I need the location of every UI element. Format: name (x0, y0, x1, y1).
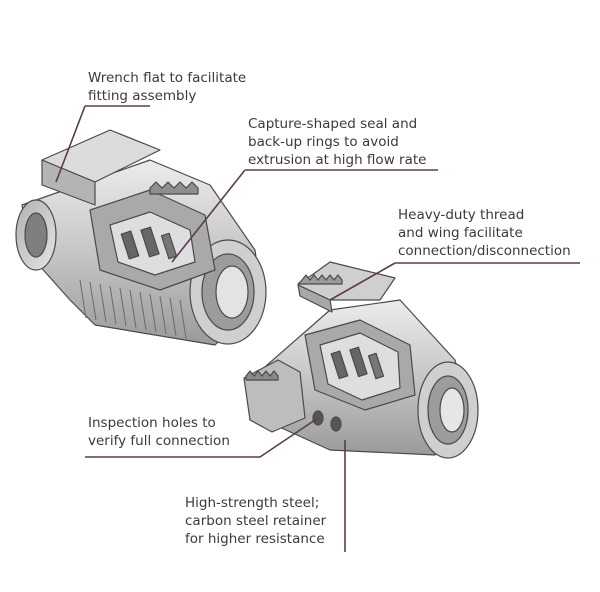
callout-thread-wing: Heavy-duty thread and wing facilitate co… (398, 206, 571, 260)
callout-line: High-strength steel; (185, 495, 320, 511)
callout-inspection-holes: Inspection holes to verify full connecti… (88, 414, 230, 450)
callout-line: Capture-shaped seal and (248, 116, 418, 132)
callout-line: fitting assembly (88, 88, 197, 104)
callout-high-strength: High-strength steel; carbon steel retain… (185, 494, 326, 548)
callout-line: and wing facilitate (398, 225, 523, 241)
callout-wrench-flat: Wrench flat to facilitate fitting assemb… (88, 69, 246, 105)
callout-line: back-up rings to avoid (248, 134, 399, 150)
leader-thread-wing (329, 262, 580, 301)
leader-inspection-holes (85, 417, 319, 458)
callout-line: Wrench flat to facilitate (88, 70, 247, 86)
left-seal-2 (140, 226, 160, 258)
leader-lines (55, 105, 580, 552)
left-top-teeth (149, 181, 199, 195)
left-thread-ribs (79, 279, 187, 339)
leader-wrench-flat (55, 105, 150, 183)
left-seal-1 (120, 230, 140, 260)
left-seal-3 (160, 232, 178, 260)
callout-line: connection/disconnection (398, 243, 571, 259)
leader-capture-seal (171, 169, 438, 263)
callout-capture-seal: Capture-shaped seal and back-up rings to… (248, 115, 426, 169)
callout-line: Heavy-duty thread (398, 207, 525, 223)
left-coupling-half (15, 129, 267, 346)
right-seal-1 (330, 350, 349, 380)
callout-line: for higher resistance (185, 531, 325, 547)
right-seal-2 (349, 346, 368, 378)
right-nose-teeth (245, 370, 279, 381)
right-wing-teeth (297, 274, 343, 285)
inspection-hole-2 (330, 416, 342, 432)
callout-line: carbon steel retainer (185, 513, 327, 529)
right-coupling-half (243, 261, 479, 459)
callout-line: Inspection holes to (88, 415, 216, 431)
callout-line: extrusion at high flow rate (248, 152, 427, 168)
callout-line: verify full connection (88, 433, 230, 449)
right-seal-3 (367, 352, 385, 380)
